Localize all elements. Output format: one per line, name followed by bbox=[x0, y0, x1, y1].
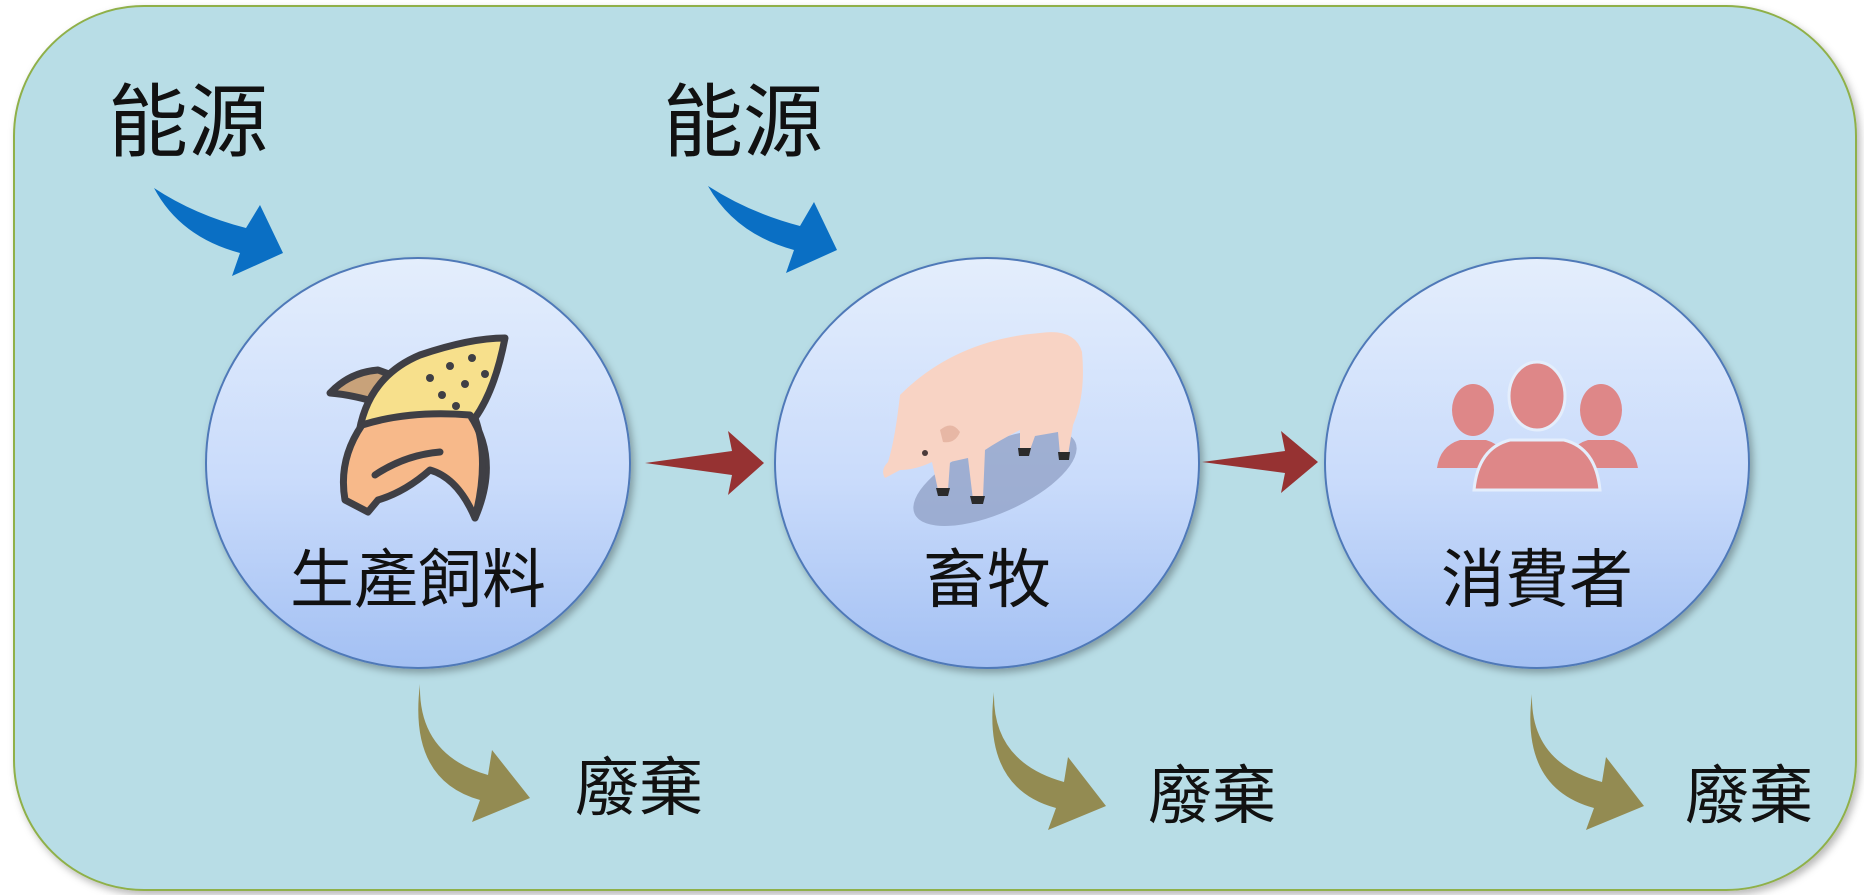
node-label: 畜牧 bbox=[923, 544, 1051, 618]
energy-input-1: 能源 bbox=[108, 76, 283, 276]
energy-input-2: 能源 bbox=[663, 76, 837, 273]
olive-curved-arrow-icon bbox=[1530, 694, 1644, 830]
blue-curved-arrow-icon bbox=[708, 186, 837, 273]
node-livestock: 畜牧 bbox=[774, 257, 1200, 669]
corn-cob-icon bbox=[326, 334, 509, 522]
waste-label: 廢棄 bbox=[1685, 760, 1813, 834]
waste-output-2: 廢棄 bbox=[992, 692, 1276, 834]
flow-arrow-feed-to-livestock bbox=[645, 431, 764, 495]
node-consumer: 消費者 bbox=[1324, 257, 1750, 669]
waste-label: 廢棄 bbox=[1148, 760, 1276, 834]
node-feed-production: 生產飼料 bbox=[205, 257, 631, 669]
pig-icon bbox=[883, 332, 1083, 526]
flow-arrow-livestock-to-consumer bbox=[1202, 431, 1318, 493]
node-label: 生產飼料 bbox=[290, 544, 546, 618]
waste-output-3: 廢棄 bbox=[1530, 694, 1813, 834]
people-group-icon bbox=[1437, 360, 1638, 492]
olive-curved-arrow-icon bbox=[418, 684, 530, 822]
olive-curved-arrow-icon bbox=[992, 692, 1106, 830]
waste-output-1: 廢棄 bbox=[418, 684, 703, 826]
energy-label: 能源 bbox=[108, 76, 268, 169]
blue-curved-arrow-icon bbox=[154, 188, 283, 276]
node-label: 消費者 bbox=[1441, 544, 1633, 618]
waste-label: 廢棄 bbox=[575, 752, 703, 826]
energy-label: 能源 bbox=[663, 76, 823, 169]
